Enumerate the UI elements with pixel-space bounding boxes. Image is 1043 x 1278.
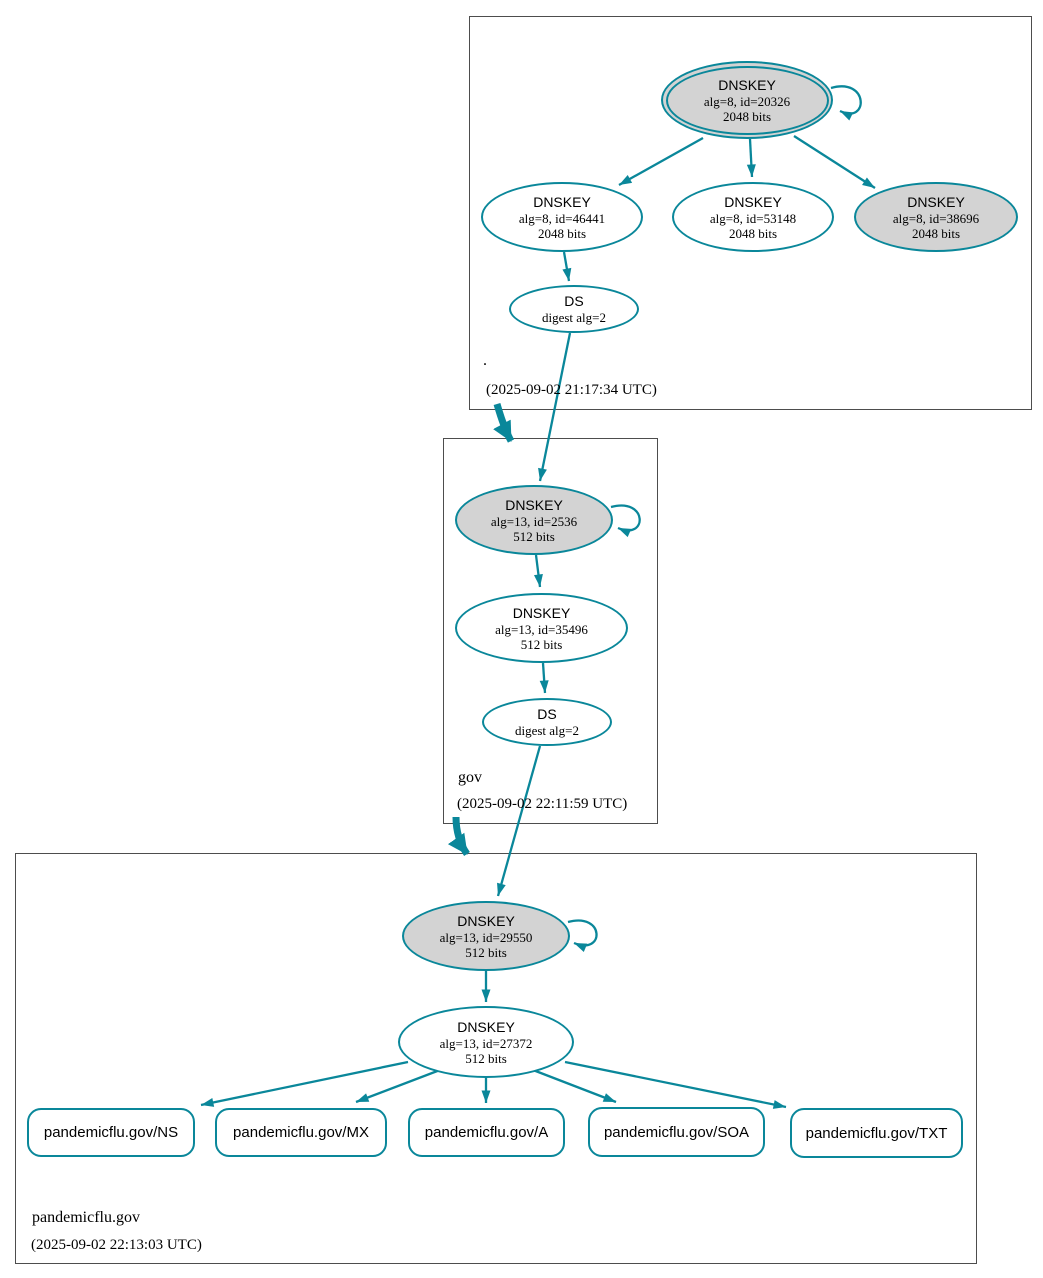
node-title: DNSKEY [907,193,965,210]
zone-timestamp-pandemicflu-gov: (2025-09-02 22:13:03 UTC) [31,1237,202,1253]
node-title: DNSKEY [718,76,776,93]
node-title: DNSKEY [457,1018,515,1035]
node-bits: 512 bits [520,636,563,652]
node-title: DNSKEY [724,193,782,210]
node-attrs: alg=8, id=53148 [709,210,797,226]
node-title: DNSKEY [505,496,563,513]
node-bits: 512 bits [465,944,507,960]
dnskey-node-46441[interactable]: DNSKEY alg=8, id=46441 2048 bits [481,182,643,252]
zone-box-pandemicflu-gov [15,853,977,1264]
rrset-node-soa[interactable]: pandemicflu.gov/SOA [588,1107,765,1157]
dnskey-node-53148[interactable]: DNSKEY alg=8, id=53148 2048 bits [672,182,834,252]
node-bits: 2048 bits [722,108,772,124]
dnskey-node-20326-ksk[interactable]: DNSKEY alg=8, id=20326 2048 bits [661,61,833,139]
dnskey-node-35496[interactable]: DNSKEY alg=13, id=35496 512 bits [455,593,628,663]
zone-label-root: . [483,352,487,369]
node-attrs: alg=13, id=35496 [495,621,588,637]
rrset-node-txt[interactable]: pandemicflu.gov/TXT [790,1108,963,1158]
rrset-node-ns[interactable]: pandemicflu.gov/NS [27,1108,195,1157]
zone-label-pandemicflu-gov: pandemicflu.gov [32,1209,140,1226]
node-bits: 512 bits [513,528,555,544]
node-bits: 2048 bits [537,225,587,241]
dnskey-node-29550-ksk[interactable]: DNSKEY alg=13, id=29550 512 bits [402,901,570,971]
rrset-label: pandemicflu.gov/NS [43,1124,179,1141]
rrset-label: pandemicflu.gov/SOA [603,1123,750,1141]
rrset-node-a[interactable]: pandemicflu.gov/A [408,1108,565,1157]
node-title: DNSKEY [533,193,591,210]
dnskey-node-38696[interactable]: DNSKEY alg=8, id=38696 2048 bits [854,182,1018,252]
node-bits: 2048 bits [728,225,778,241]
zone-timestamp-gov: (2025-09-02 22:11:59 UTC) [457,796,628,812]
node-attrs: alg=13, id=27372 [439,1035,533,1051]
node-attrs: alg=13, id=29550 [439,929,533,945]
node-attrs: alg=13, id=2536 [490,513,578,529]
rrset-label: pandemicflu.gov/TXT [805,1124,948,1142]
node-attrs: alg=8, id=46441 [518,210,606,226]
node-attrs: alg=8, id=20326 [703,93,791,109]
node-attrs: digest alg=2 [514,723,580,738]
rrset-node-mx[interactable]: pandemicflu.gov/MX [215,1108,387,1157]
zone-timestamp-root: (2025-09-02 21:17:34 UTC) [486,382,657,398]
rrset-label: pandemicflu.gov/A [424,1124,549,1141]
node-title: DNSKEY [457,912,515,929]
rrset-label: pandemicflu.gov/MX [233,1124,369,1141]
node-bits: 512 bits [465,1050,507,1066]
node-title: DS [564,293,584,309]
ds-node-root[interactable]: DS digest alg=2 [509,285,639,333]
node-attrs: alg=8, id=38696 [892,210,980,226]
dnskey-node-2536-ksk[interactable]: DNSKEY alg=13, id=2536 512 bits [455,485,613,555]
node-bits: 2048 bits [911,225,961,241]
dnskey-node-27372[interactable]: DNSKEY alg=13, id=27372 512 bits [398,1006,574,1078]
node-title: DS [537,706,557,722]
ds-node-gov[interactable]: DS digest alg=2 [482,698,612,746]
node-title: DNSKEY [512,604,571,621]
zone-label-gov: gov [458,769,482,786]
zone-box-root [469,16,1032,410]
node-attrs: digest alg=2 [541,310,607,325]
